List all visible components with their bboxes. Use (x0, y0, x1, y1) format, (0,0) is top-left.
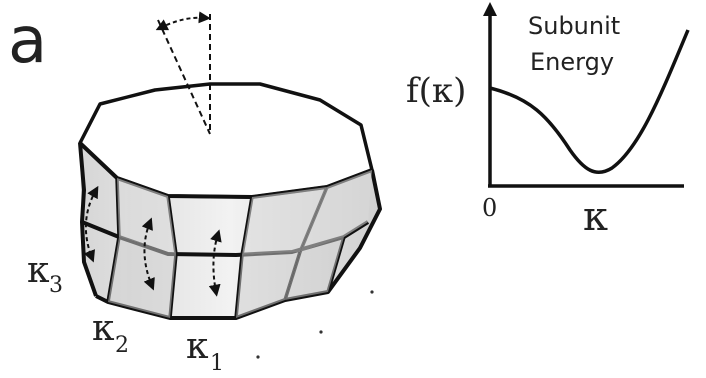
rotation-axis (155, 11, 211, 135)
tilt-angle-icon (155, 11, 211, 31)
svg-text:κ: κ (186, 326, 209, 367)
kappa3-label: κ 3 (27, 250, 63, 298)
flex-arrows (83, 185, 222, 297)
panel-letter: a (8, 4, 47, 78)
upper-tier-shading (117, 170, 372, 255)
kappa1-label: κ 1 (186, 326, 224, 376)
energy-plot-x-origin: 0 (482, 194, 497, 222)
svg-text:2: 2 (115, 333, 129, 358)
kappa2-label: κ 2 (92, 308, 129, 358)
y-axis-arrowhead (483, 2, 497, 16)
double-arrow-icon (141, 217, 155, 291)
energy-plot-x-label: κ (583, 194, 608, 240)
svg-text:κ: κ (92, 308, 115, 349)
energy-plot-title-line1: Subunit (528, 12, 620, 40)
ring-assembly (78, 82, 382, 320)
svg-text:1: 1 (210, 351, 224, 376)
energy-curve (489, 29, 690, 174)
energy-plot-y-label: f(κ) (406, 71, 466, 111)
energy-plot-title-line2: Energy (530, 48, 614, 76)
ring-left-edge (78, 142, 98, 297)
svg-text:κ: κ (27, 250, 50, 291)
svg-text:3: 3 (49, 273, 63, 298)
specks (256, 290, 374, 359)
double-arrow-icon (83, 185, 99, 263)
energy-plot: Subunit Energy f(κ) 0 κ (406, 2, 690, 240)
